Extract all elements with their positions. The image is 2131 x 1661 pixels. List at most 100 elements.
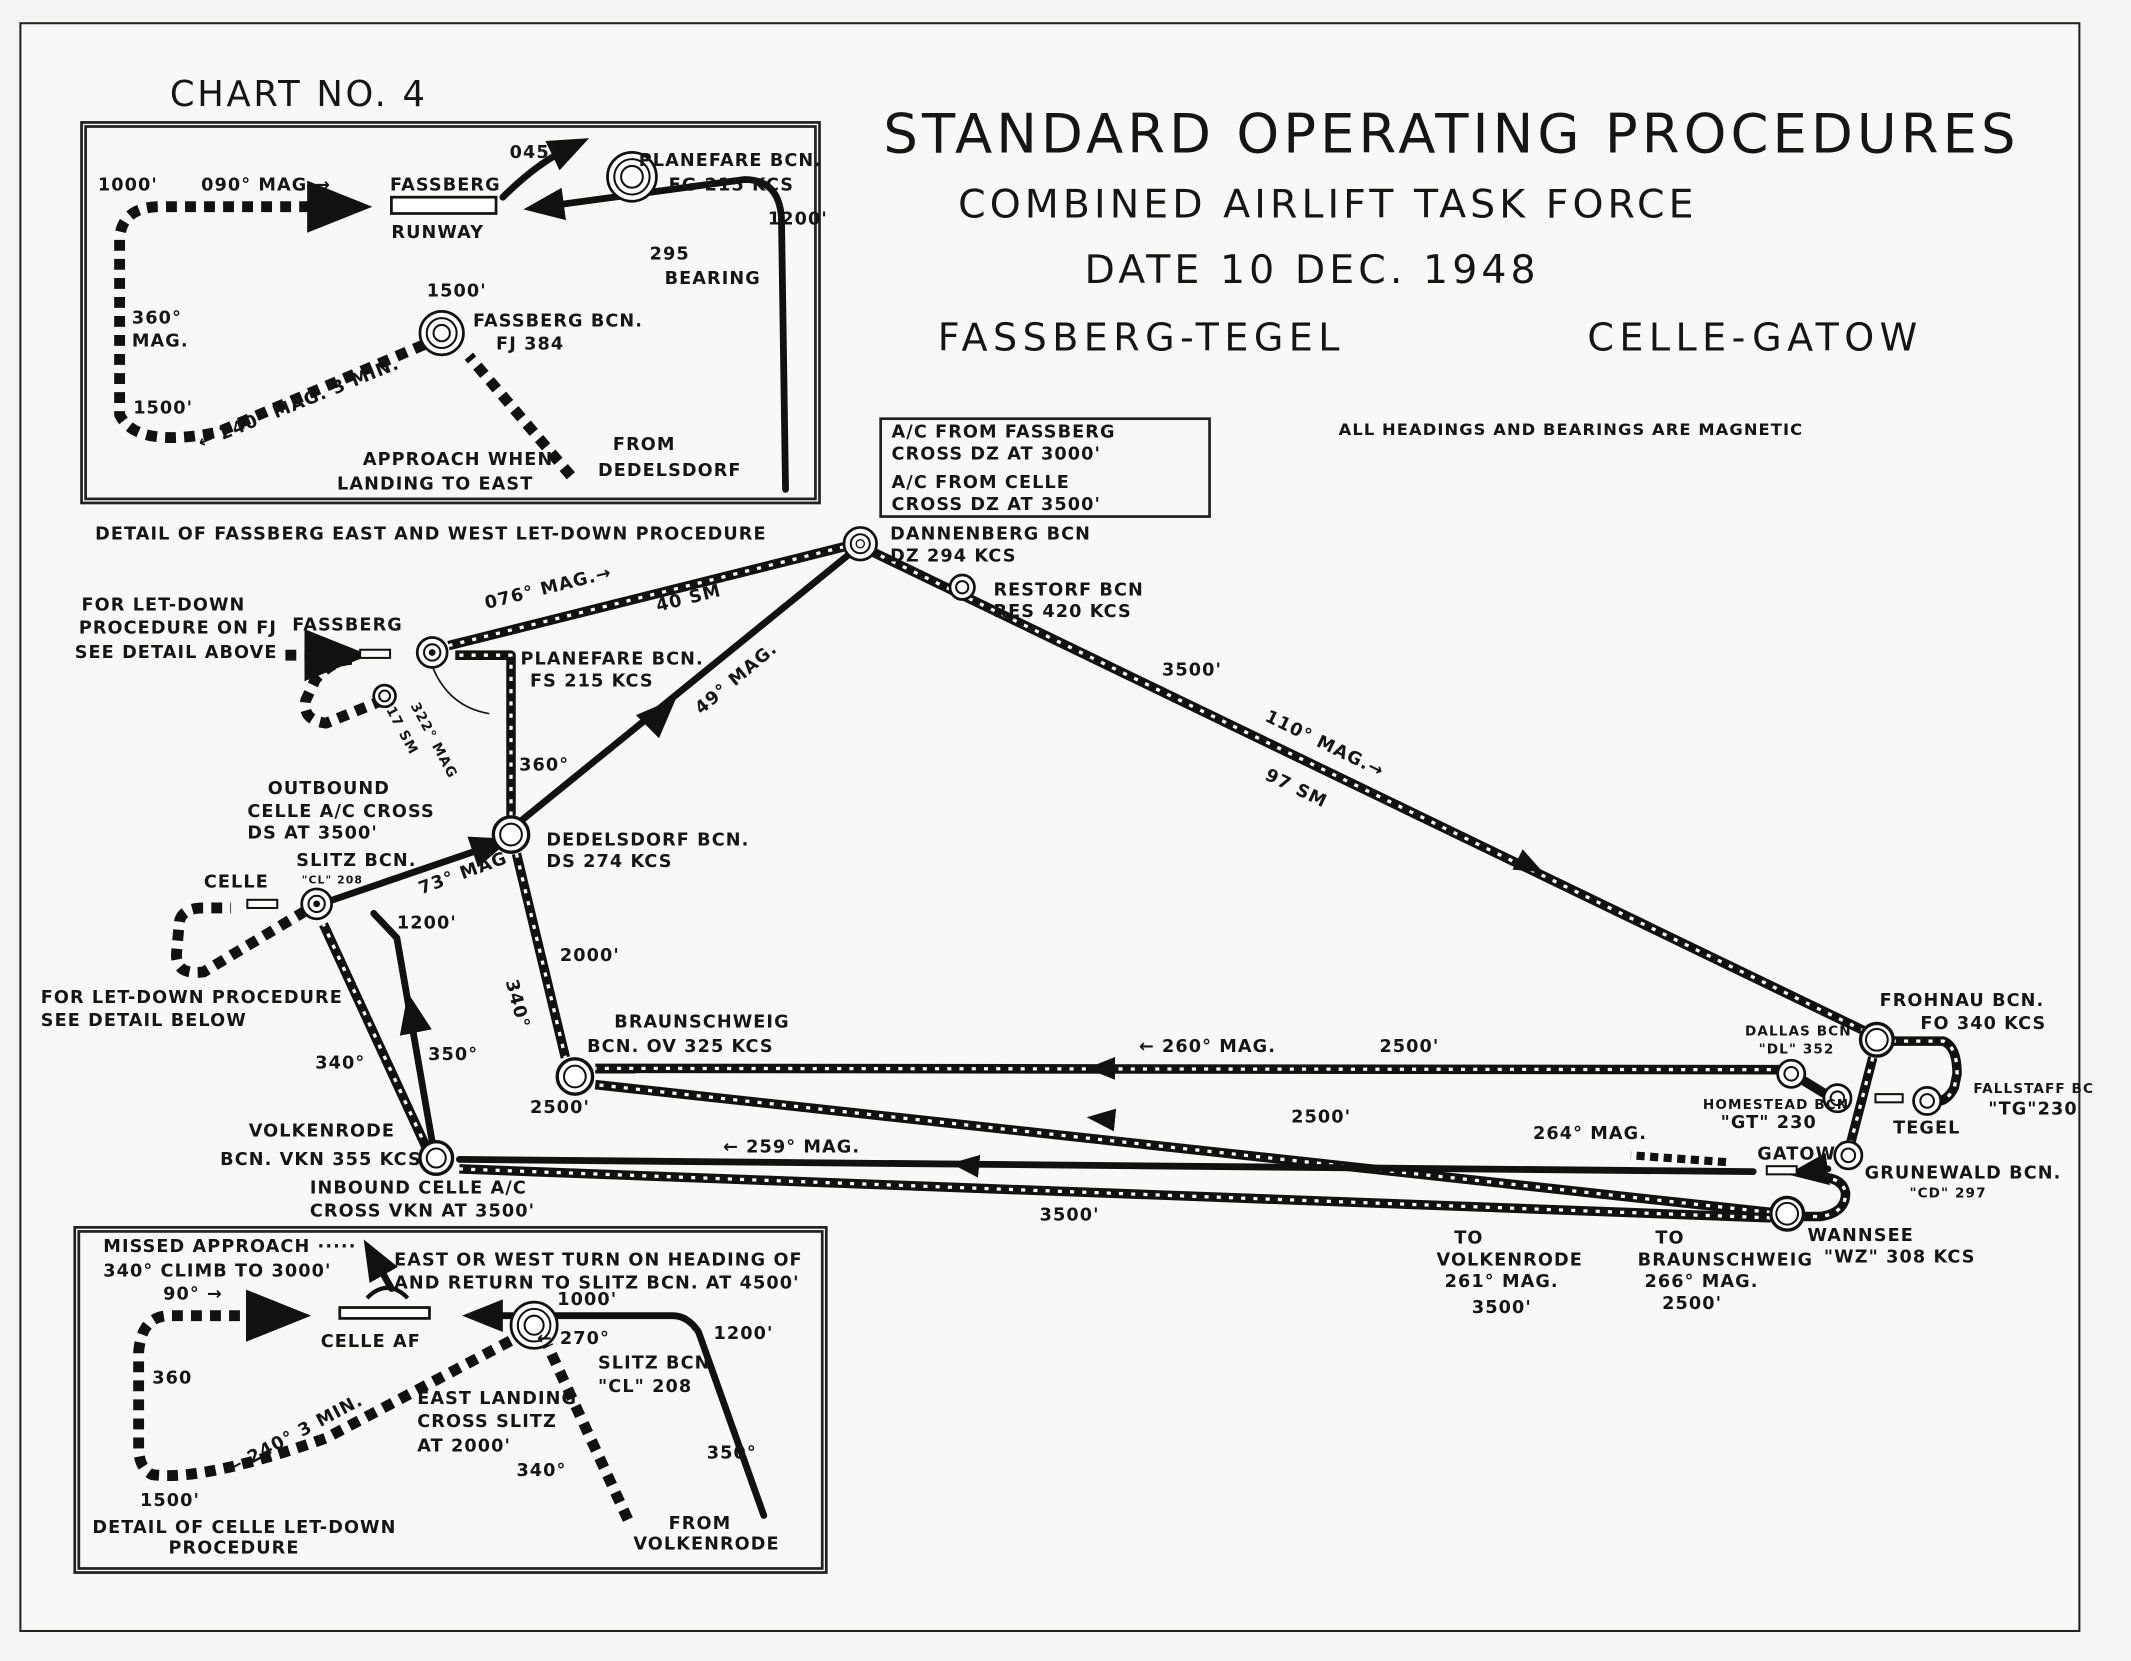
inbound-note: CROSS VKN AT 3500' [310, 1201, 535, 1221]
route-dots [514, 853, 567, 1058]
route-dots [455, 653, 513, 816]
homestead-beacon-icon [1822, 1083, 1853, 1114]
fassberg-fj-beacon-icon [418, 309, 465, 357]
heading-label: 264° MAG. [1533, 1124, 1647, 1144]
dallas-beacon-icon [1776, 1058, 1807, 1089]
missed-approach-note: MISSED APPROACH ····· [103, 1237, 356, 1257]
fassberg-runway-main [359, 648, 392, 659]
chart-title: STANDARD OPERATING PROCEDURES [883, 102, 2019, 165]
heading-label: 340° [315, 1053, 365, 1073]
altitude-label: 1500' [427, 281, 487, 301]
beacon-label: FROHNAU BCN. [1880, 991, 2045, 1011]
chart-border [19, 22, 2081, 1633]
route-dots [448, 542, 857, 648]
magnetic-note: ALL HEADINGS AND BEARINGS ARE MAGNETIC [1339, 420, 1804, 439]
route-dotted [464, 352, 575, 480]
letdown-note: SEE DETAIL BELOW [41, 1011, 247, 1031]
beacon-label: BRAUNSCHWEIG [614, 1013, 789, 1033]
beacon-label: PLANEFARE BCN. [639, 151, 822, 171]
beacon-label: FALLSTAFF BC [1973, 1081, 2094, 1097]
altitude-label: 1000' [98, 175, 158, 195]
celle-runway-main [246, 898, 279, 909]
beacon-label: HOMESTEAD BCN [1703, 1097, 1849, 1113]
heading-label: 350° [707, 1443, 757, 1463]
route-264-dashed [1630, 1151, 1727, 1167]
fassberg-detail-inset: 1000' 090° MAG.→ FASSBERG RUNWAY 045° PL… [80, 121, 827, 545]
frohnau-beacon-icon [1858, 1021, 1895, 1058]
beacon-label: SLITZ BCN. [296, 851, 416, 871]
letdown-note: PROCEDURE ON FJ [79, 618, 277, 638]
route-gatow-volkenrode [455, 1155, 1757, 1176]
direction-arrow [1512, 849, 1544, 873]
exit-note: BRAUNSCHWEIG [1638, 1250, 1813, 1270]
beacon-label: FASSBERG BCN. [473, 311, 643, 331]
beacon-id: "GT" 230 [1721, 1113, 1817, 1133]
heading-label: 360° [519, 756, 569, 776]
altitude-label: 1500' [140, 1491, 200, 1511]
exit-note: 3500' [1472, 1298, 1532, 1318]
approach-label: LANDING TO EAST [337, 474, 533, 494]
airfield-label: CELLE AF [321, 1332, 421, 1352]
note-line: CROSS DZ AT 3000' [892, 444, 1101, 464]
letdown-note: SEE DETAIL ABOVE [75, 643, 278, 663]
exit-note: TO [1454, 1229, 1483, 1249]
approach-label: APPROACH WHEN [363, 450, 553, 470]
note-line: CROSS DZ AT 3500' [892, 495, 1101, 515]
from-label: FROM [613, 435, 676, 455]
altitude-label: 2000' [560, 946, 620, 966]
beacon-frequency: RES 420 KCS [993, 602, 1131, 622]
beacon-frequency: DZ 294 KCS [890, 546, 1016, 566]
planefare-turn [431, 665, 490, 715]
route-solid [499, 138, 590, 201]
dedelsdorf-beacon-icon [491, 815, 531, 854]
heading-label: ← 260° MAG. [1139, 1037, 1276, 1057]
fassberg-letdown-pattern [299, 653, 386, 729]
celle-letdown-pattern [171, 902, 309, 978]
planefare-fs-beacon-icon [415, 636, 449, 669]
route-dots [595, 1066, 1784, 1072]
direction-arrow [950, 1154, 981, 1178]
exit-note: 2500' [1662, 1294, 1722, 1314]
bearing-label: BEARING [665, 269, 761, 289]
wannsee-beacon-icon [1769, 1195, 1806, 1232]
fassberg-fj-beacon-icon [372, 683, 397, 709]
direction-arrow [1086, 1108, 1117, 1132]
altitude-label: 2500' [1379, 1037, 1439, 1057]
exit-note: VOLKENRODE [1437, 1250, 1583, 1270]
altitude-label: 1200' [714, 1324, 774, 1344]
route-dotted [542, 1343, 633, 1522]
beacon-id: "CL" 208 [598, 1377, 692, 1397]
beacon-label: GRUNEWALD BCN. [1865, 1163, 2062, 1183]
bearing-label: 295 [650, 245, 690, 265]
beacon-frequency: BCN. VKN 355 KCS [220, 1150, 422, 1170]
volkenrode-beacon-icon [418, 1140, 455, 1177]
runway-label: RUNWAY [391, 223, 484, 243]
heading-label: ← 259° MAG. [723, 1138, 860, 1158]
missed-approach-note: EAST OR WEST TURN ON HEADING OF [394, 1250, 803, 1270]
missed-approach-note: 340° CLIMB TO 3000' [103, 1261, 331, 1281]
beacon-id: "TG"230 [1988, 1100, 2077, 1120]
heading-label: MAG. [132, 332, 189, 352]
beacon-label: VOLKENRODE [249, 1121, 395, 1141]
planefare-fg-beacon-icon [606, 150, 658, 203]
airfield-label: CELLE [204, 873, 269, 893]
restorf-beacon-icon [948, 573, 976, 601]
altitude-label: 3500' [1040, 1206, 1100, 1226]
missed-approach-arrow [363, 1239, 398, 1292]
outbound-note: CELLE A/C CROSS [247, 802, 434, 822]
beacon-id: "CD" 297 [1909, 1185, 1986, 1201]
outbound-note: OUTBOUND [268, 779, 390, 799]
inbound-note: INBOUND CELLE A/C [310, 1178, 527, 1198]
direction-arrow [635, 697, 677, 739]
from-label: DEDELSDORF [598, 461, 742, 481]
from-label: FROM [669, 1514, 732, 1534]
beacon-frequency: FG 215 KCS [669, 175, 794, 195]
route-celle-gatow: CELLE-GATOW [1587, 316, 1922, 360]
beacon-id: "DL" 352 [1759, 1041, 1835, 1057]
inset-caption: PROCEDURE [169, 1539, 300, 1559]
altitude-label: 2500' [530, 1098, 590, 1118]
inset-caption: DETAIL OF FASSBERG EAST AND WEST LET-DOW… [95, 525, 766, 545]
chart-number: CHART NO. 4 [170, 74, 428, 115]
fassberg-label: FASSBERG [390, 175, 501, 195]
heading-label: 90° → [163, 1284, 223, 1304]
